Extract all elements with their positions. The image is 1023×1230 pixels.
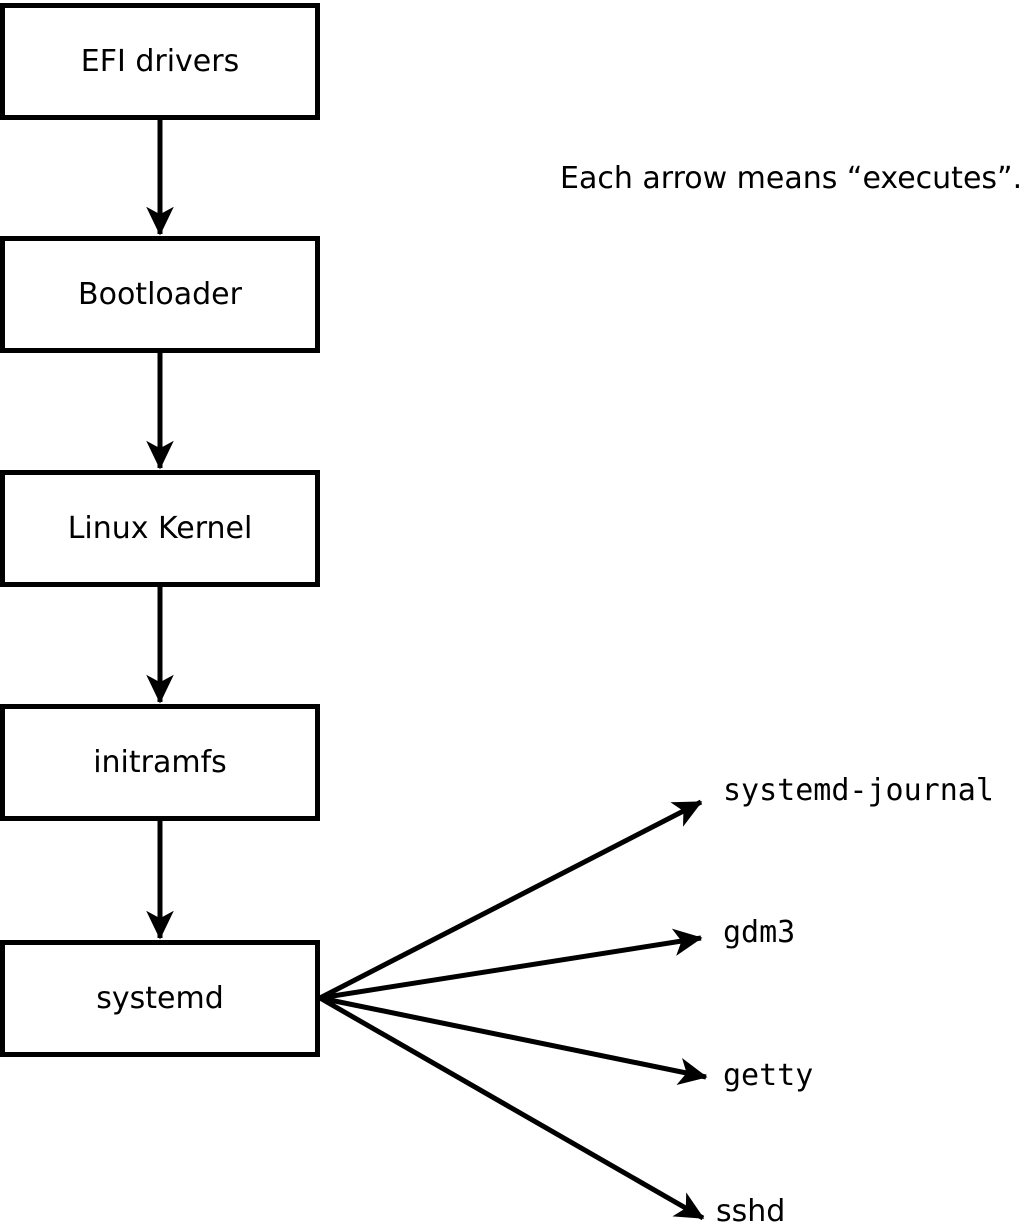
- node-initramfs-label: initramfs: [93, 744, 227, 780]
- node-bootloader: Bootloader: [0, 236, 320, 353]
- legend-note: Each arrow means “executes”.: [560, 161, 1023, 196]
- target-sshd: sshd: [716, 1194, 786, 1229]
- node-bootloader-label: Bootloader: [78, 276, 242, 312]
- node-linux-kernel-label: Linux Kernel: [67, 510, 253, 546]
- target-getty: getty: [723, 1058, 814, 1093]
- arrow-systemd-to-gdm3: [319, 928, 703, 1001]
- node-systemd: systemd: [0, 940, 320, 1057]
- node-linux-kernel: Linux Kernel: [0, 470, 320, 587]
- node-systemd-label: systemd: [96, 980, 224, 1016]
- node-initramfs: initramfs: [0, 704, 320, 821]
- node-efi-drivers: EFI drivers: [0, 3, 320, 120]
- target-gdm3: gdm3: [723, 915, 796, 950]
- target-systemd-journal: systemd-journal: [723, 773, 994, 808]
- arrow-systemd-to-systemd-journal: [318, 799, 703, 1001]
- arrow-systemd-to-sshd: [318, 995, 705, 1221]
- node-efi-drivers-label: EFI drivers: [80, 43, 240, 79]
- arrow-systemd-to-getty: [319, 995, 708, 1086]
